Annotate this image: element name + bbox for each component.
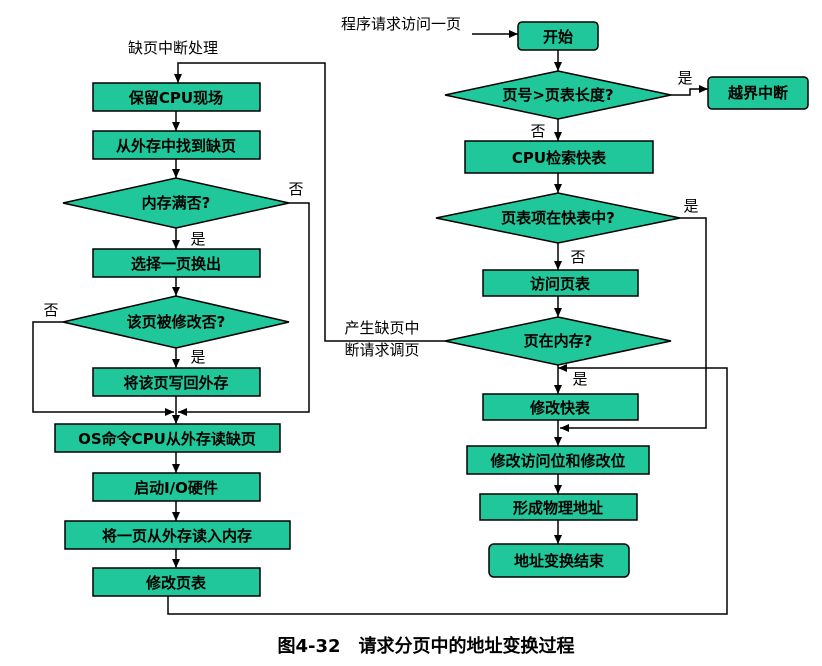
request-label: 程序请求访问一页	[341, 15, 461, 33]
mem-full-no-label: 否	[288, 180, 303, 198]
find-page-box: 从外存中找到缺页	[92, 130, 261, 160]
svg-text:从外存中找到缺页: 从外存中找到缺页	[116, 137, 236, 155]
svg-text:页号>页表长度?: 页号>页表长度?	[502, 86, 613, 104]
svg-text:OS命令CPU从外存读缺页: OS命令CPU从外存读缺页	[78, 430, 256, 448]
figure-caption: 图4-32 请求分页中的地址变换过程	[277, 635, 574, 657]
visit-table-box: 访问页表	[482, 269, 639, 297]
start-box: 开始	[517, 21, 599, 51]
update-bits-box: 修改访问位和修改位	[466, 445, 650, 475]
svg-text:开始: 开始	[543, 28, 573, 46]
physical-addr-box: 形成物理地址	[479, 493, 638, 521]
modified-no-label: 否	[43, 301, 58, 319]
svg-text:页表项在快表中?: 页表项在快表中?	[501, 209, 615, 227]
in-tlb-yes-label: 是	[683, 197, 698, 215]
svg-text:访问页表: 访问页表	[530, 275, 591, 293]
svg-text:将一页从外存读入内存: 将一页从外存读入内存	[102, 527, 252, 545]
fault-label-line-2: 断请求调页	[344, 341, 419, 359]
modified-yes-label: 是	[190, 348, 205, 366]
write-back-box: 将该页写回外存	[92, 367, 261, 397]
page-check-yes-label: 是	[677, 69, 692, 87]
out-of-bounds-box: 越界中断	[707, 76, 809, 110]
fault-label-line-1: 产生缺页中	[344, 319, 419, 337]
svg-text:将该页写回外存: 将该页写回外存	[123, 374, 228, 392]
update-tlb-box: 修改快表	[482, 393, 639, 421]
in-tlb-decision: 页表项在快表中?	[435, 192, 681, 244]
svg-text:选择一页换出: 选择一页换出	[131, 255, 221, 273]
svg-text:地址变换结束: 地址变换结束	[514, 552, 605, 570]
start-io-box: 启动I/O硬件	[92, 472, 261, 502]
svg-text:页在内存?: 页在内存?	[524, 332, 593, 350]
svg-text:CPU检索快表: CPU检索快表	[512, 149, 607, 167]
svg-text:内存满否?: 内存满否?	[142, 194, 211, 212]
end-box: 地址变换结束	[488, 543, 630, 578]
svg-text:形成物理地址: 形成物理地址	[513, 499, 603, 517]
left-flow-title: 缺页中断处理	[128, 39, 218, 57]
update-table-box: 修改页表	[92, 567, 261, 597]
svg-text:修改访问位和修改位: 修改访问位和修改位	[489, 452, 625, 470]
svg-text:启动I/O硬件: 启动I/O硬件	[134, 479, 218, 497]
mem-full-decision: 内存满否?	[62, 177, 290, 229]
in-memory-yes-label: 是	[572, 370, 587, 388]
return-line	[167, 364, 728, 615]
svg-text:越界中断: 越界中断	[727, 84, 788, 102]
select-page-box: 选择一页换出	[92, 248, 261, 278]
svg-text:修改页表: 修改页表	[145, 574, 207, 592]
svg-text:保留CPU现场: 保留CPU现场	[128, 89, 223, 107]
svg-text:修改快表: 修改快表	[529, 399, 591, 417]
in-memory-decision: 页在内存?	[444, 316, 672, 366]
in-tlb-no-label: 否	[570, 248, 585, 266]
cpu-search-box: CPU检索快表	[464, 140, 654, 174]
svg-text:该页被修改否?: 该页被修改否?	[127, 313, 226, 331]
os-read-box: OS命令CPU从外存读缺页	[54, 423, 281, 453]
save-cpu-box: 保留CPU现场	[92, 82, 261, 112]
read-in-box: 将一页从外存读入内存	[64, 520, 291, 550]
page-check-decision: 页号>页表长度?	[444, 70, 672, 120]
page-check-no-label: 否	[530, 122, 545, 140]
mem-full-yes-label: 是	[190, 230, 205, 248]
fault-entry-line	[174, 62, 445, 342]
modified-decision: 该页被修改否?	[62, 295, 290, 349]
